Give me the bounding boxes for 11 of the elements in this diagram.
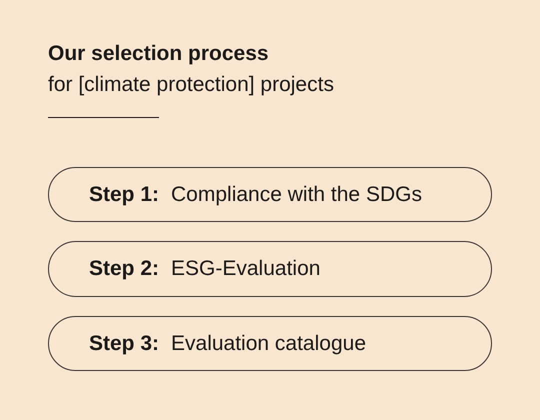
step-pill (48, 316, 492, 371)
step-pill (48, 241, 492, 297)
step-number: Step 3: (89, 332, 160, 356)
step-text: Compliance with the SDGs (171, 182, 422, 206)
step-number: Step 2: (89, 257, 160, 281)
step-pill (48, 167, 492, 222)
step-text: ESG-Evaluation (171, 257, 320, 281)
step-number: Step 1: (89, 182, 160, 206)
subheading: for [climate protection] projects (48, 72, 334, 98)
step-text: Evaluation catalogue (171, 332, 366, 356)
heading: Our selection process (48, 42, 269, 66)
